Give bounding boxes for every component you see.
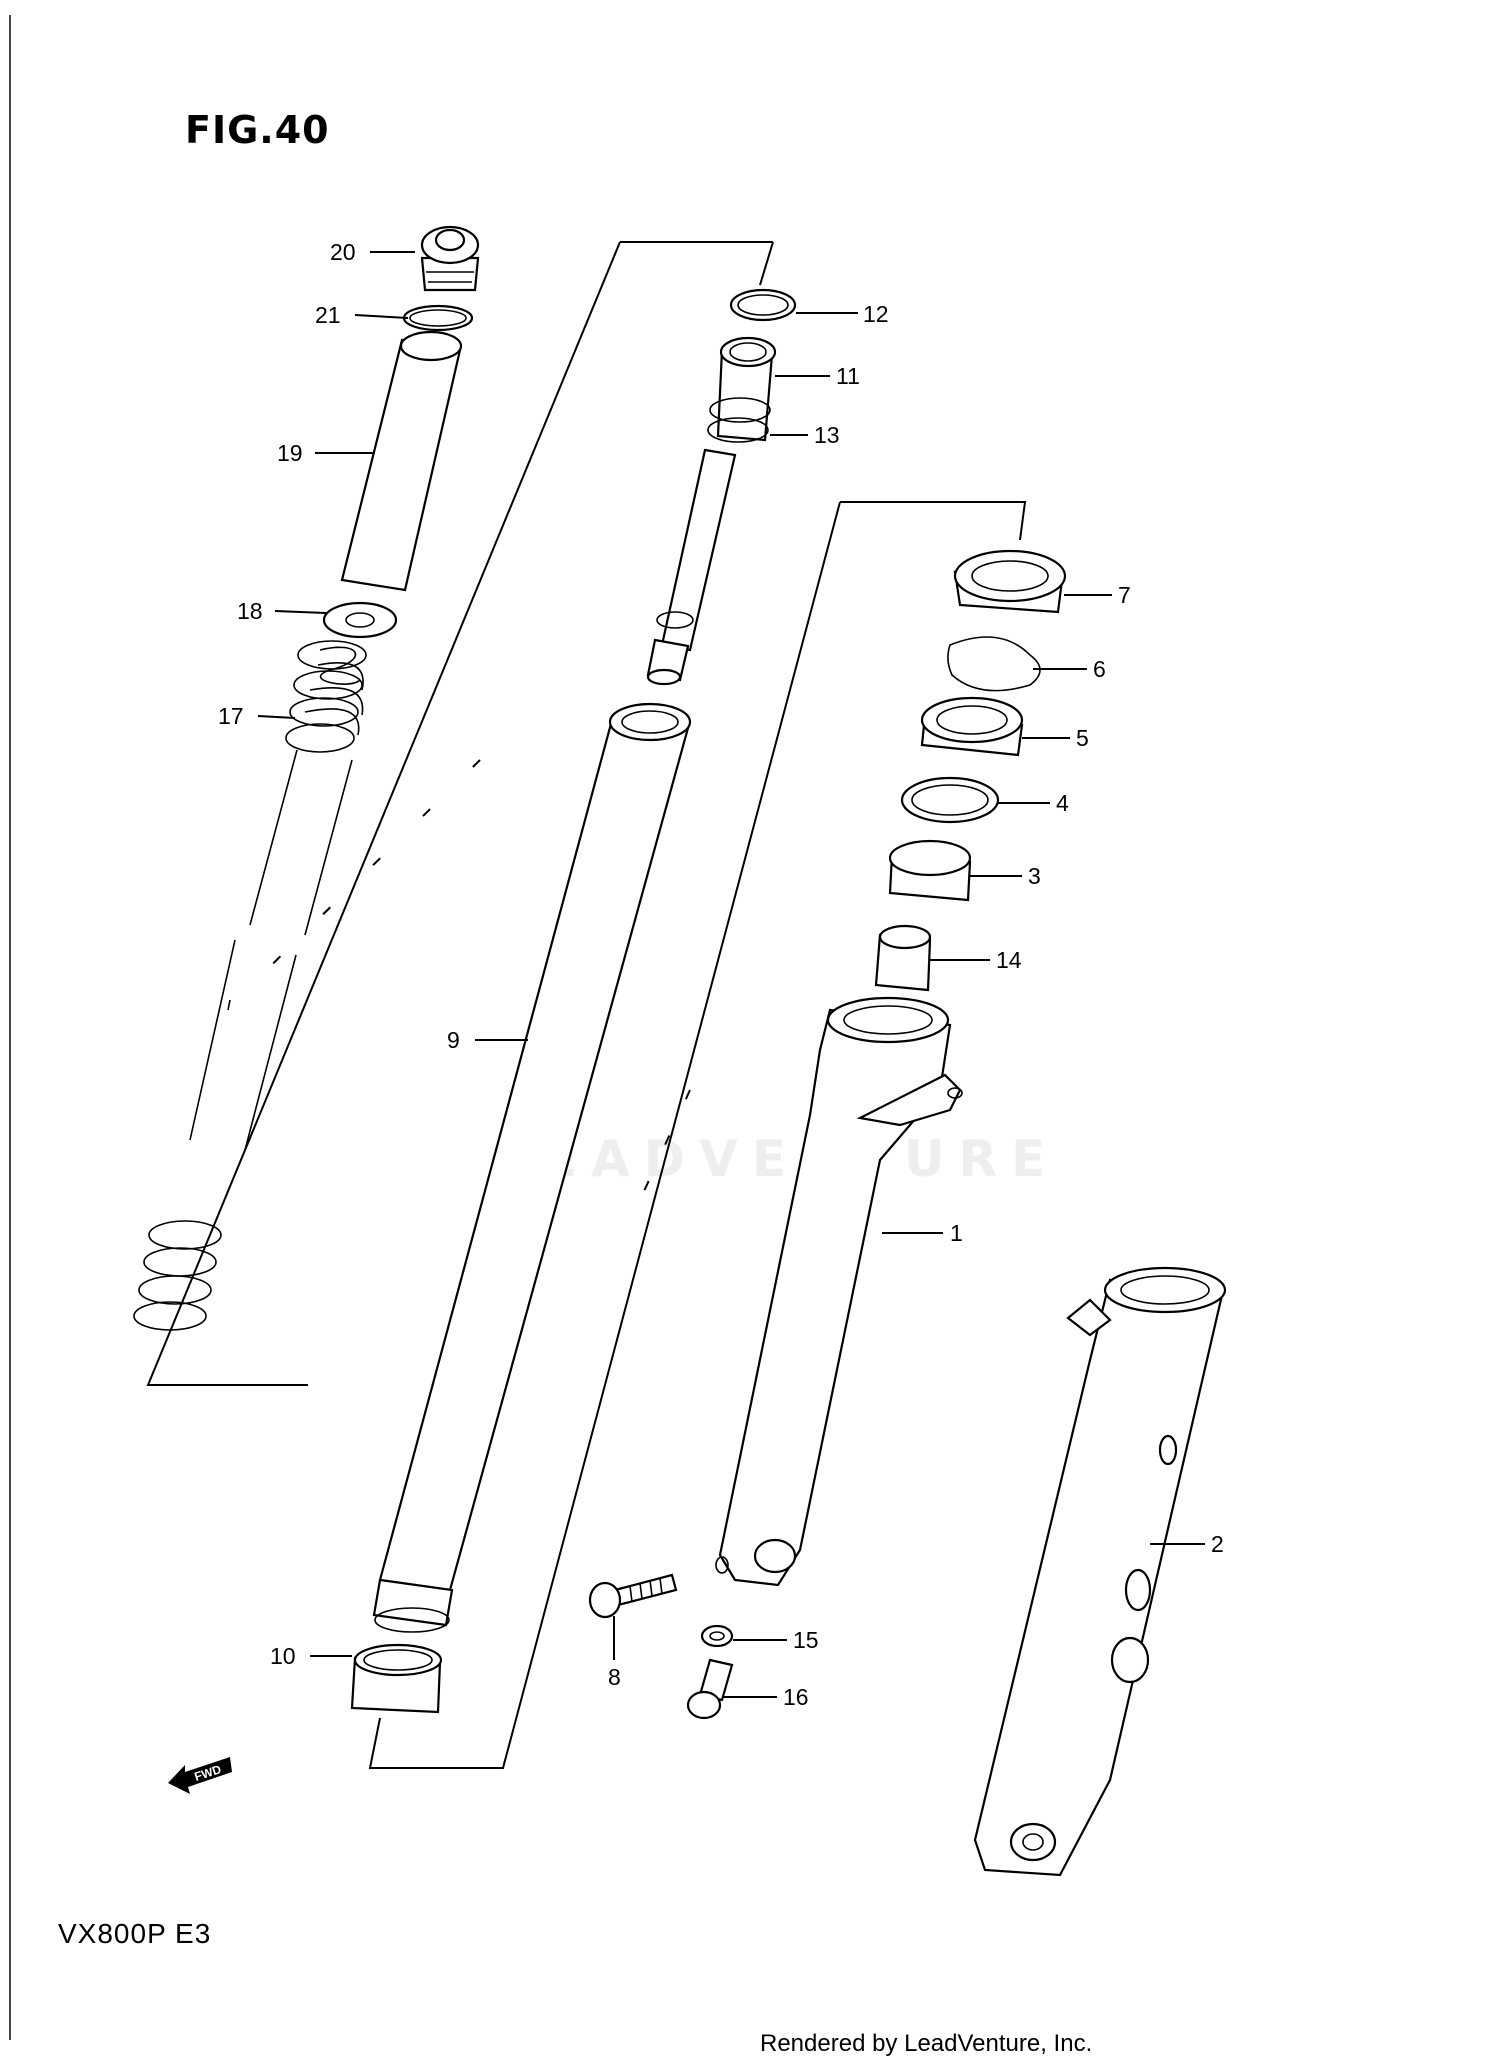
group-outline-b-top bbox=[840, 501, 1027, 541]
oil-lock-piece-part bbox=[874, 924, 932, 992]
part-label: 17 bbox=[218, 703, 244, 729]
part-label: 19 bbox=[277, 440, 303, 466]
part-callout: 12 bbox=[796, 301, 889, 327]
ring-part bbox=[729, 288, 797, 322]
spacer-tube-part bbox=[340, 330, 463, 592]
part-callout: 15 bbox=[733, 1627, 819, 1653]
figure-title: FIG.40 bbox=[185, 108, 330, 152]
part-callout: 13 bbox=[770, 422, 840, 448]
rendered-by-credit: Rendered by LeadVenture, Inc. bbox=[760, 2030, 1093, 2057]
part-callout: 10 bbox=[270, 1643, 352, 1669]
guide-dash-mid bbox=[639, 1089, 691, 1201]
part-label: 2 bbox=[1211, 1531, 1224, 1557]
part-label: 8 bbox=[608, 1664, 621, 1690]
part-callout: 2 bbox=[1150, 1531, 1224, 1557]
part-callout: 8 bbox=[608, 1616, 621, 1690]
inner-tube-part bbox=[372, 702, 692, 1633]
part-label: 6 bbox=[1093, 656, 1106, 682]
outer-tube-left-part bbox=[715, 996, 963, 1587]
part-label: 4 bbox=[1056, 790, 1069, 816]
gasket-part bbox=[700, 1624, 734, 1648]
part-label: 20 bbox=[330, 239, 356, 265]
group-outline-a-right bbox=[759, 241, 774, 286]
part-label: 10 bbox=[270, 1643, 296, 1669]
guide-bushing-part bbox=[888, 839, 972, 902]
part-callout: 19 bbox=[277, 440, 375, 466]
part-label: 5 bbox=[1076, 725, 1089, 751]
forward-arrow-icon bbox=[168, 1757, 232, 1794]
part-callout: 14 bbox=[930, 947, 1022, 973]
part-label: 12 bbox=[863, 301, 889, 327]
dust-seal-part bbox=[953, 549, 1067, 614]
cap-bolt-part bbox=[420, 225, 480, 292]
group-outline-a-left bbox=[146, 241, 621, 1386]
part-label: 7 bbox=[1118, 582, 1131, 608]
part-label: 11 bbox=[836, 363, 860, 389]
part-callout: 21 bbox=[315, 302, 409, 328]
seal-washer-part bbox=[900, 776, 1000, 824]
part-callout: 6 bbox=[1033, 656, 1106, 682]
part-callout: 20 bbox=[330, 239, 415, 265]
part-label: 9 bbox=[447, 1027, 460, 1053]
part-callout: 18 bbox=[237, 598, 327, 624]
part-label: 18 bbox=[237, 598, 263, 624]
washer-part bbox=[322, 601, 398, 639]
fork-spring-part bbox=[133, 640, 367, 1331]
part-callout: 3 bbox=[970, 863, 1041, 889]
oil-seal-part bbox=[920, 696, 1024, 757]
allen-bolt-part bbox=[588, 1573, 678, 1619]
part-callout: 1 bbox=[882, 1220, 963, 1246]
part-label: 15 bbox=[793, 1627, 819, 1653]
forward-arrow-label: FWD bbox=[193, 1762, 224, 1784]
part-label: 14 bbox=[996, 947, 1022, 973]
part-label: 3 bbox=[1028, 863, 1041, 889]
circlip-part bbox=[947, 636, 1041, 692]
outer-tube-right-part bbox=[973, 1266, 1227, 1877]
guide-dash-left bbox=[235, 759, 481, 1001]
o-ring-part bbox=[402, 304, 474, 332]
model-code: VX800P E3 bbox=[58, 1918, 212, 1949]
part-callout: 17 bbox=[218, 703, 296, 729]
drain-bolt-part bbox=[686, 1658, 734, 1720]
bushing-part bbox=[350, 1643, 443, 1714]
group-outline-b-left bbox=[368, 501, 841, 1769]
part-label: 1 bbox=[950, 1220, 963, 1246]
watermark: LEADVENTURE bbox=[497, 1130, 1060, 1188]
part-callout: 16 bbox=[722, 1684, 809, 1710]
damper-rod-part bbox=[646, 336, 777, 686]
part-label: 16 bbox=[783, 1684, 809, 1710]
part-label: 21 bbox=[315, 302, 341, 328]
part-callout: 7 bbox=[1064, 582, 1131, 608]
part-callout: 4 bbox=[998, 790, 1069, 816]
part-label: 13 bbox=[814, 422, 840, 448]
part-callout: 5 bbox=[1022, 725, 1089, 751]
part-callout: 9 bbox=[447, 1027, 528, 1053]
part-callout: 11 bbox=[775, 363, 860, 389]
group-outline-b-tick bbox=[502, 1759, 506, 1769]
